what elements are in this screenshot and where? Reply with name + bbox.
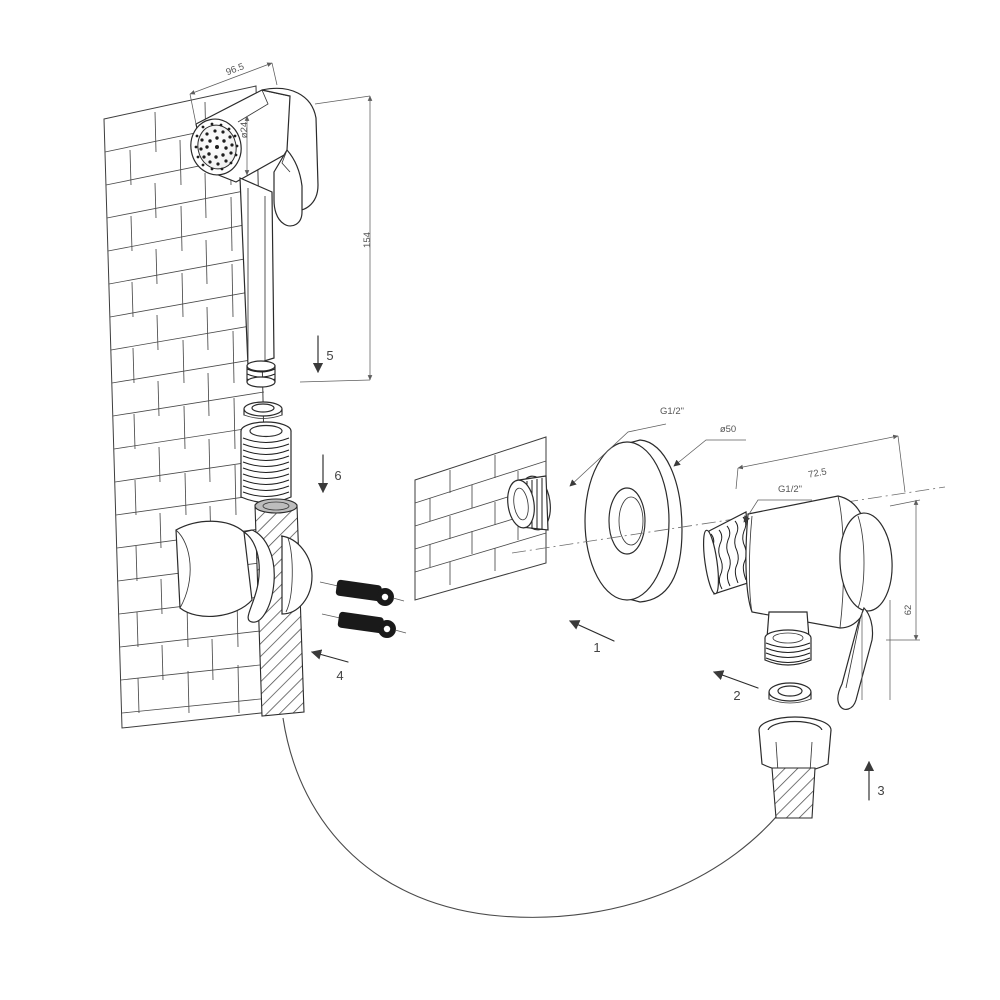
callout-number-4: 4 — [336, 668, 343, 683]
dim-spray-head-diameter: ø24 — [239, 122, 250, 138]
callout-labels: 1 2 3 4 5 6 — [326, 348, 884, 798]
callout-number-5: 5 — [326, 348, 333, 363]
screw-upper — [319, 579, 405, 606]
dim-overall-height: 154 — [362, 232, 373, 248]
hose-nut-connector — [758, 716, 832, 819]
flat-washer-upper — [243, 401, 283, 419]
hose-loop — [282, 717, 791, 918]
dimension-lines — [189, 62, 921, 700]
angle-valve — [702, 495, 893, 710]
wall-holder — [175, 520, 313, 623]
wall-outlet-elbow — [507, 475, 551, 531]
spray-handle — [239, 87, 319, 388]
rubber-washer — [768, 682, 812, 704]
mounting-screws — [319, 579, 407, 638]
dim-flange-thread: G1/2" — [660, 406, 684, 417]
callout-number-6: 6 — [334, 468, 341, 483]
valve-inlet-thread — [702, 511, 752, 595]
dim-valve-thread: G1/2" — [778, 484, 802, 495]
spray-head — [190, 89, 294, 183]
callout-number-3: 3 — [877, 783, 884, 798]
valve-outlet-thread — [764, 629, 812, 666]
knurled-coupling-nut — [240, 421, 292, 504]
dim-flange-diameter: ø50 — [720, 424, 736, 435]
outlet-thread — [246, 360, 276, 388]
dim-valve-height: 62 — [903, 605, 914, 616]
callout-number-1: 1 — [593, 640, 600, 655]
dim-spray-head-length: 96.5 — [224, 61, 245, 78]
screw-lower — [321, 611, 407, 638]
dim-valve-length: 72.5 — [807, 466, 827, 480]
callout-arrows — [310, 335, 875, 801]
wall-flange-cover — [584, 439, 683, 603]
callout-number-2: 2 — [733, 688, 740, 703]
nozzle-perforations — [194, 122, 239, 171]
assembly-centerline — [511, 486, 946, 554]
